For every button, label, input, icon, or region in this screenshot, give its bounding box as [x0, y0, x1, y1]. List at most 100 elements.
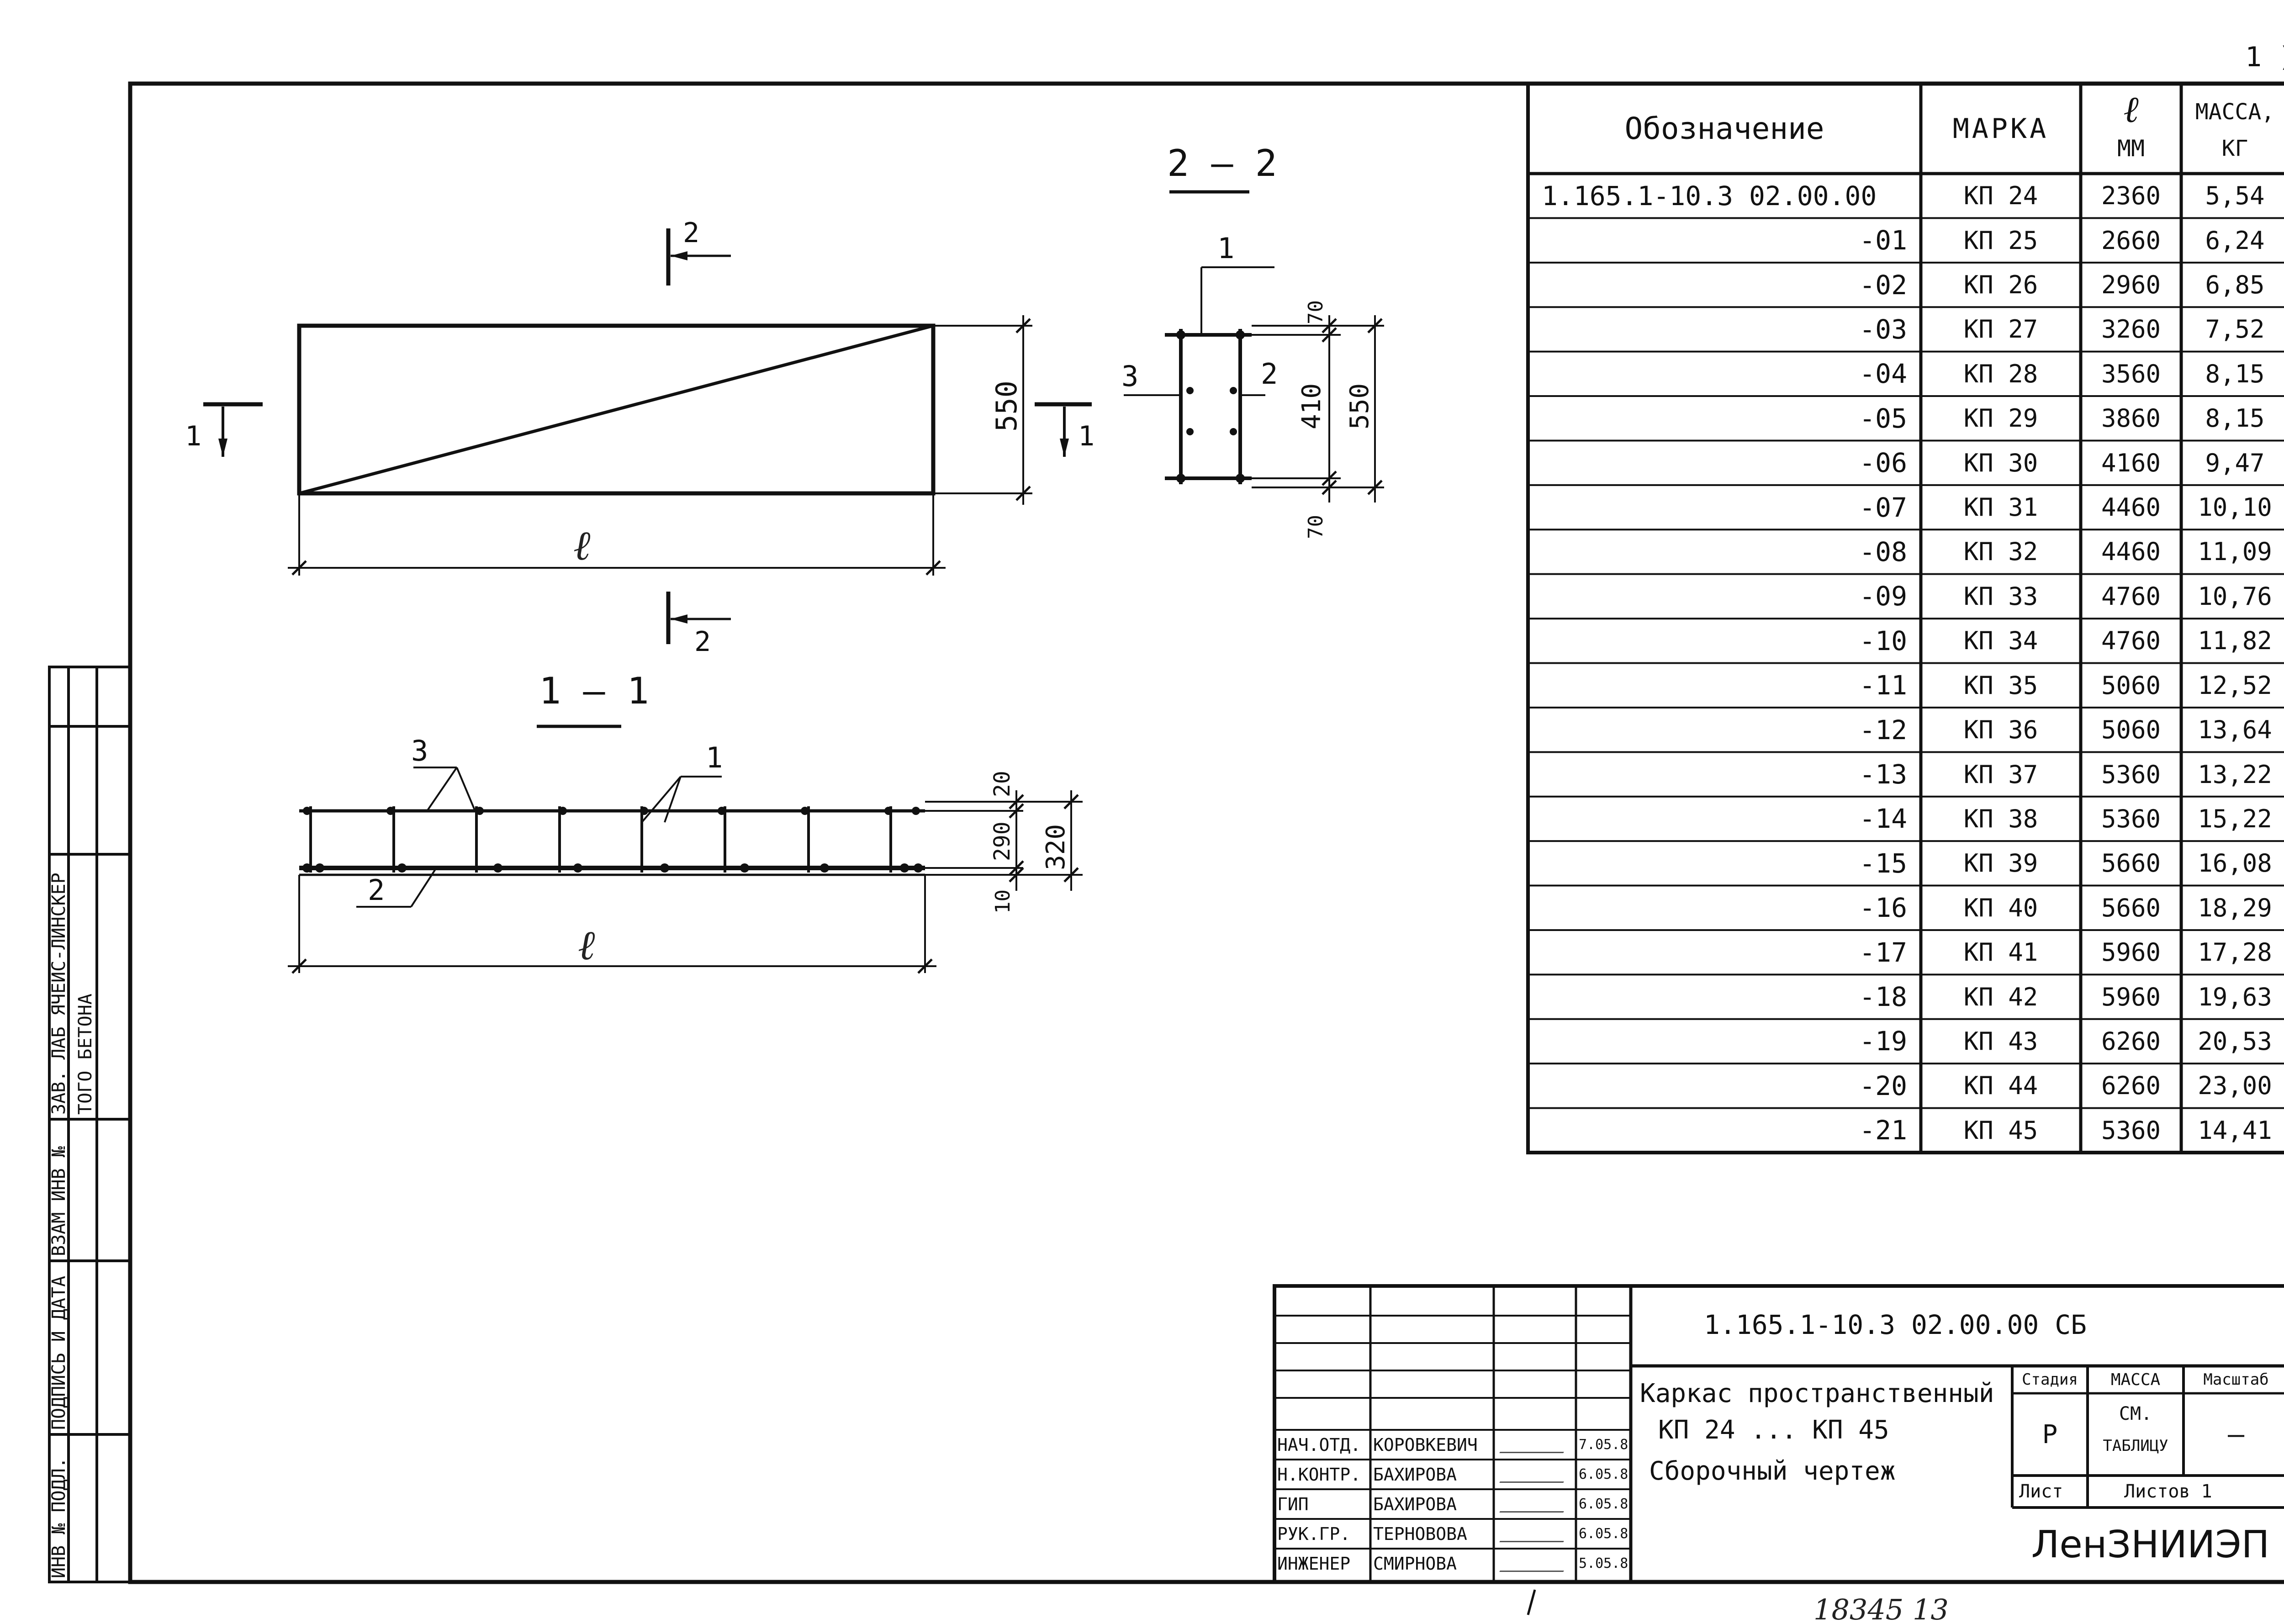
- plan-cut1-label: 1: [185, 420, 201, 452]
- spec-row-designation: -09: [1859, 581, 1907, 612]
- section22-pos1: 1: [1217, 232, 1234, 265]
- spec-row-designation: -20: [1859, 1070, 1907, 1101]
- spec-row-designation: -12: [1859, 714, 1907, 746]
- spec-row-mass: 12,52: [2198, 671, 2272, 700]
- spec-row-designation: -11: [1859, 670, 1907, 701]
- spec-row-mass: 8,15: [2205, 404, 2265, 433]
- spec-row-mark: КП 41: [1963, 938, 2038, 967]
- spec-row-mark: КП 35: [1963, 671, 2038, 700]
- spec-row-length: 3860: [2101, 404, 2161, 433]
- spec-row-length: 5360: [2101, 1116, 2161, 1145]
- spec-row-length: 5660: [2101, 893, 2161, 922]
- section11-dim-top: 20: [989, 771, 1015, 797]
- plan-dim-length: ℓ: [573, 522, 591, 570]
- signer-role: ИНЖЕНЕР: [1277, 1553, 1351, 1574]
- spec-row-mark: КП 45: [1963, 1116, 2038, 1145]
- section11-title: 1 — 1: [539, 670, 649, 712]
- side-label-inv-vzam: ВЗАМ ИНВ №: [48, 1146, 69, 1256]
- spec-row-designation: -21: [1859, 1115, 1907, 1146]
- section22-title: 2 — 2: [1167, 142, 1277, 185]
- spec-row-mark: КП 30: [1963, 448, 2038, 477]
- spec-row-designation: -02: [1859, 269, 1907, 301]
- spec-row-length: 5360: [2101, 804, 2161, 833]
- section11-pos3: 3: [411, 734, 428, 767]
- side-strip: [48, 666, 132, 1583]
- spec-row-length: 5360: [2101, 760, 2161, 789]
- plan-diagonal: [299, 324, 934, 495]
- spec-row-length: 4160: [2101, 448, 2161, 477]
- spec-row-mass: 5,54: [2205, 181, 2265, 211]
- signer-role: НАЧ.ОТД.: [1277, 1434, 1361, 1455]
- spec-row-mark: КП 33: [1963, 582, 2038, 611]
- section22-pos2: 2: [1261, 357, 1278, 391]
- spec-row-mass: 13,22: [2198, 760, 2272, 789]
- header-designation: Обозначение: [1624, 111, 1824, 146]
- section11-view: [288, 767, 1083, 974]
- spec-row-length: 5660: [2101, 849, 2161, 878]
- spec-row-mark: КП 28: [1963, 359, 2038, 388]
- cut-arrow-2-bottom: [671, 614, 687, 624]
- spec-row-mark: КП 26: [1963, 270, 2038, 300]
- side-label-inv-podl: ИНВ № ПОДЛ.: [48, 1457, 69, 1578]
- spec-row-mark: КП 38: [1963, 804, 2038, 833]
- stage-value: Р: [2042, 1419, 2058, 1449]
- spec-row-mass: 10,10: [2198, 493, 2272, 522]
- spec-row-length: 5060: [2101, 671, 2161, 700]
- spec-row-length: 5960: [2101, 982, 2161, 1011]
- spec-row-length: 6260: [2101, 1071, 2161, 1100]
- signer-role: РУК.ГР.: [1277, 1523, 1351, 1544]
- header-length-unit: ММ: [2117, 135, 2145, 162]
- plan-cut1r-label: 1: [1078, 420, 1094, 452]
- scale-value: —: [2227, 1418, 2245, 1450]
- spec-row-mass: 20,53: [2198, 1026, 2272, 1056]
- bottom-note: 18345 13: [1813, 1593, 1949, 1624]
- spec-row-mass: 17,28: [2198, 938, 2272, 967]
- signer-date: 7.05.82: [1579, 1437, 1631, 1453]
- spec-row-mass: 10,76: [2198, 582, 2272, 611]
- spec-row-mark: КП 24: [1963, 181, 2038, 211]
- spec-row-mark: КП 34: [1963, 626, 2038, 656]
- spec-row-length: 2660: [2101, 226, 2161, 255]
- spec-row-designation: -04: [1859, 358, 1907, 390]
- plan-view: [203, 228, 1092, 644]
- bottom-mark: [1527, 1589, 1536, 1615]
- section22-dim-mid: 410: [1297, 383, 1327, 429]
- signature: [1499, 1527, 1570, 1542]
- signer-date: 6.05.82: [1579, 1526, 1631, 1542]
- scale-header: Масштаб: [2203, 1370, 2269, 1389]
- spec-row-mass: 16,08: [2198, 849, 2272, 878]
- signature: [1499, 1438, 1570, 1453]
- side-label-zav2: ТОГО БЕТОНА: [75, 994, 96, 1115]
- spec-row-length: 5060: [2101, 715, 2161, 745]
- spec-row-designation: -15: [1859, 847, 1907, 879]
- spec-row-mass: 11,09: [2198, 537, 2272, 566]
- spec-row-mark: КП 32: [1963, 537, 2038, 566]
- spec-row-mark: КП 43: [1963, 1026, 2038, 1056]
- spec-row-mass: 6,24: [2205, 226, 2265, 255]
- plan-outline: [297, 323, 936, 496]
- signer-name: ТЕРНОВОВА: [1373, 1523, 1467, 1544]
- header-mark: МАРКА: [1952, 112, 2049, 145]
- spec-row-length: 4460: [2101, 493, 2161, 522]
- header-mass: МАССА,: [2195, 99, 2275, 125]
- spec-row-designation: -17: [1859, 936, 1907, 968]
- plan-cut2-bottom-label: 2: [694, 626, 711, 658]
- doc-code: 1.165.1-10.3 02.00.00 СБ: [1704, 1309, 2087, 1340]
- spec-row-mass: 23,00: [2198, 1071, 2272, 1100]
- sheets-label: Листов 1: [2124, 1481, 2212, 1502]
- spec-row-mass: 9,47: [2205, 448, 2265, 477]
- corner-mark: 1 ) 2: [2245, 41, 2284, 73]
- signature: [1499, 1557, 1570, 1572]
- section11-pos1: 1: [706, 741, 723, 774]
- spec-row-mass: 7,52: [2205, 315, 2265, 344]
- spec-row-mark: КП 44: [1963, 1071, 2038, 1100]
- spec-row-designation: -18: [1859, 981, 1907, 1013]
- title-name-line2: КП 24 ... КП 45: [1658, 1415, 1889, 1445]
- signer-name: БАХИРОВА: [1373, 1464, 1457, 1485]
- cut-arrow-1-left: [218, 439, 227, 457]
- spec-row-length: 5960: [2101, 938, 2161, 967]
- spec-row-mass: 13,64: [2198, 715, 2272, 745]
- spec-row-mass: 19,63: [2198, 982, 2272, 1011]
- spec-row-mark: КП 36: [1963, 715, 2038, 745]
- spec-row-length: 6260: [2101, 1026, 2161, 1056]
